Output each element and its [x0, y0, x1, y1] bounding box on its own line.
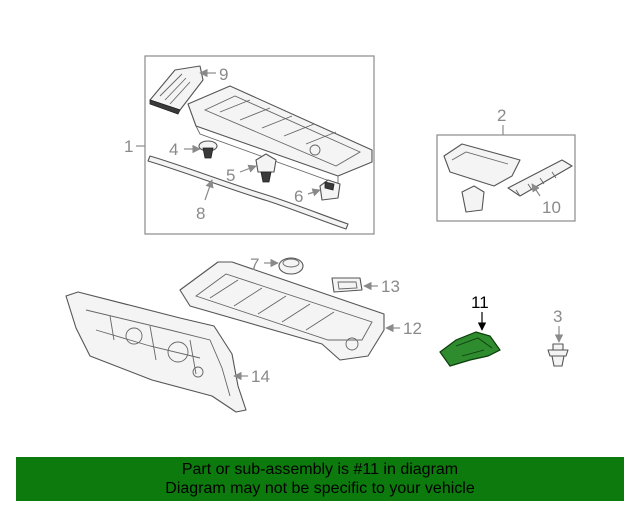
banner-line-1: Part or sub-assembly is #11 in diagram: [181, 461, 459, 478]
callout-9: 9: [219, 65, 228, 84]
part-12-cowl-panel: [179, 261, 385, 361]
callout-13: 13: [381, 277, 400, 296]
leader-10: [531, 183, 541, 197]
callout-12: 12: [403, 319, 422, 338]
part-14-dash-panel: [65, 291, 247, 413]
banner-line-2: Diagram may not be specific to your vehi…: [165, 480, 475, 497]
callout-10: 10: [542, 198, 561, 217]
callout-5: 5: [226, 166, 235, 185]
leader-8: [204, 179, 214, 201]
callout-6: 6: [294, 187, 303, 206]
part-6-bracket: [319, 179, 341, 201]
part-8-weatherstrip: [147, 155, 349, 230]
callout-7: 7: [250, 255, 259, 274]
callout-1: 1: [124, 137, 133, 156]
callout-11: 11: [471, 293, 489, 312]
part-5-grommet: [255, 153, 277, 183]
leader-6: [307, 188, 321, 197]
info-banner: Part or sub-assembly is #11 in diagram D…: [16, 457, 624, 501]
callout-8: 8: [196, 204, 205, 223]
panel-2-parts: [443, 143, 573, 213]
leader-5: [239, 164, 257, 173]
callout-3: 3: [553, 307, 562, 326]
callout-14: 14: [251, 367, 270, 386]
callout-2: 2: [497, 106, 506, 125]
part-7-grommet: [278, 257, 304, 275]
part-13-pad: [331, 277, 363, 293]
cowl-top-panel: [187, 85, 373, 185]
callout-4: 4: [169, 140, 178, 159]
part-3-clip: [547, 343, 569, 367]
part-11-highlighted: [439, 331, 501, 367]
